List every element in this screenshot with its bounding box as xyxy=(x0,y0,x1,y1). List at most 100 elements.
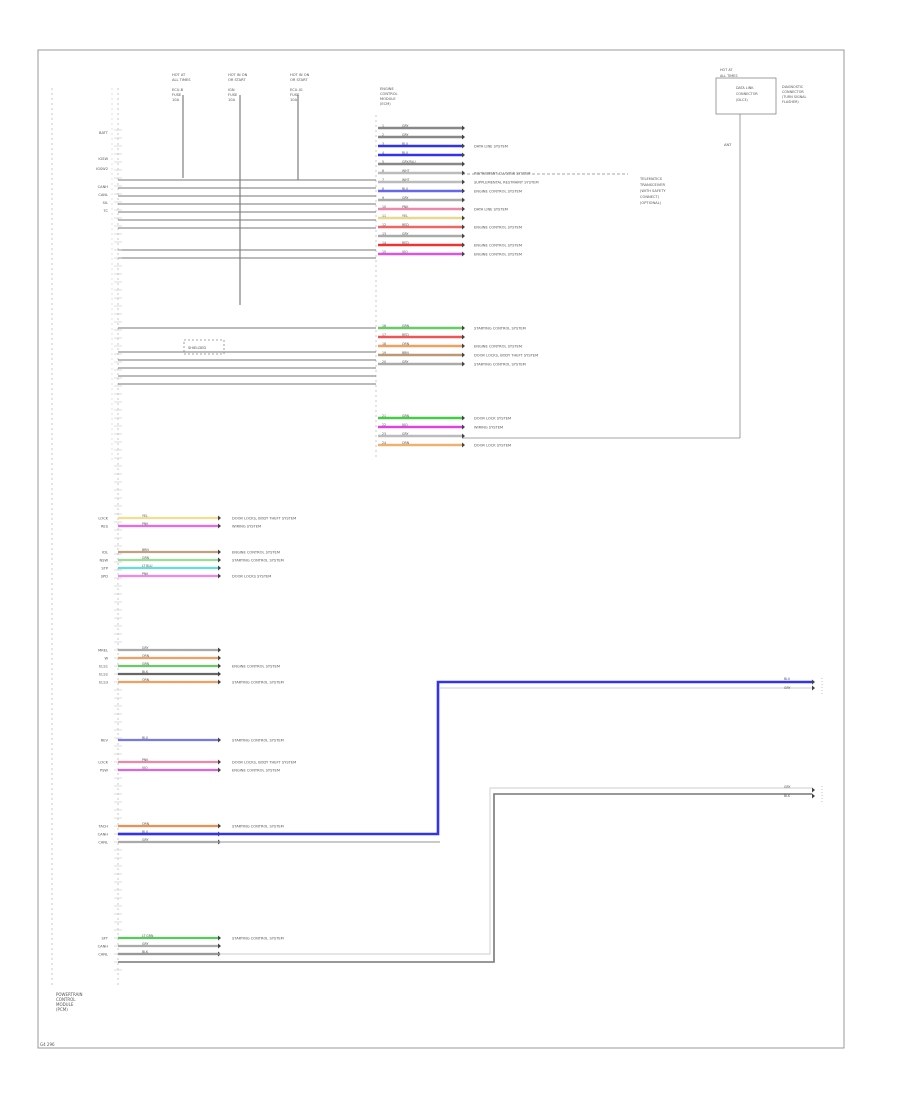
right-tag: ANT xyxy=(724,143,732,147)
pcm-output-arrow xyxy=(218,573,221,579)
center-wire-connector-arrow xyxy=(462,179,465,185)
pcm-output-destination: ENGINE CONTROL SYSTEM xyxy=(232,551,280,555)
pcm-wire-color-code: GRY xyxy=(142,646,148,650)
dlc-label-line: ALL TIMES xyxy=(720,74,737,78)
right-connector-top-code: GRY xyxy=(784,785,790,789)
pcm-output-arrow xyxy=(218,557,221,563)
pcm-pin-label: ELS2 xyxy=(99,673,108,677)
pcm-output-arrow xyxy=(218,679,221,685)
pcm-wire-color-code: BLK xyxy=(142,950,149,954)
center-wire-pin-number: 4 xyxy=(382,151,384,155)
center-wire-pin-number: 23 xyxy=(382,432,386,436)
fuse-label-line: FUSE xyxy=(228,93,238,97)
center-wire-color-code: GRY xyxy=(402,360,408,364)
fuse-label-line: HOT AT xyxy=(172,73,186,77)
upper-pin-label: IGSW xyxy=(98,157,108,161)
pcm-output-arrow xyxy=(218,663,221,669)
center-wire-connector-arrow xyxy=(462,352,465,358)
center-wire-connector-arrow xyxy=(462,233,465,239)
center-wire-pin-number: 18 xyxy=(382,342,386,346)
pcm-output-arrow xyxy=(218,737,221,743)
footer-label: G4 296 xyxy=(40,1042,55,1047)
center-wire-color-code: GRY xyxy=(402,232,408,236)
pcm-output-arrow xyxy=(218,647,221,653)
center-wire-color-code: BLU xyxy=(402,151,409,155)
center-wire-connector-arrow xyxy=(462,442,465,448)
center-wire-color-code: VIO xyxy=(402,250,408,254)
center-wire-connector-arrow xyxy=(462,161,465,167)
center-wire-connector-arrow xyxy=(462,206,465,212)
center-wire-color-code: YEL xyxy=(402,214,408,218)
center-wire-color-code: GRN xyxy=(402,324,410,328)
center-wire-color-code: PNK xyxy=(402,205,409,209)
dlc-side-label-line: DIAGNOSTIC xyxy=(782,85,804,89)
center-wire-destination: DOOR LOCK SYSTEM xyxy=(474,417,511,421)
pcm-output-destination: ENGINE CONTROL SYSTEM xyxy=(232,665,280,669)
center-wire-pin-number: 24 xyxy=(382,441,386,445)
pcm-wire-color-code: GRY xyxy=(142,838,148,842)
center-module-label-line: CONTROL xyxy=(380,92,398,96)
can-high-bus-wire xyxy=(118,680,812,836)
pcm-wire-color-code: PNK xyxy=(142,522,149,526)
bottom-module-label-line: POWERTRAIN xyxy=(56,992,83,997)
bottom-module-label-line: CONTROL xyxy=(56,997,76,1002)
dlc-box xyxy=(715,77,777,115)
center-wire-color-code: BLU xyxy=(402,187,409,191)
pcm-output-destination: ENGINE CONTROL SYSTEM xyxy=(232,769,280,773)
center-wire-color-code: BLU xyxy=(402,142,409,146)
center-module-label-line: (ECM) xyxy=(380,102,391,106)
center-wire-connector-arrow xyxy=(462,152,465,158)
dlc-side-label-line: (TURN SIGNAL xyxy=(782,95,806,99)
center-wire-connector-arrow xyxy=(462,242,465,248)
pcm-wire-color-code: ORN xyxy=(142,678,150,682)
dlc-label-line: (DLC3) xyxy=(736,98,748,102)
can-second-bus-wire xyxy=(118,793,812,963)
center-wire-connector-arrow xyxy=(462,343,465,349)
pcm-output-destination: DOOR LOCKS, BODY THEFT SYSTEM xyxy=(232,761,296,765)
center-wire-destination: INSTRUMENT CLUSTER SYSTEM xyxy=(474,172,530,176)
pcm-pin-label: SPD xyxy=(101,575,108,579)
center-wire-pin-number: 7 xyxy=(382,178,384,182)
shield-label: SHIELDED xyxy=(188,346,206,350)
pcm-output-destination: STARTING CONTROL SYSTEM xyxy=(232,739,284,743)
upper-pin-label: SIL xyxy=(103,201,108,205)
center-wire-connector-arrow xyxy=(462,424,465,430)
center-wire-destination: STARTING CONTROL SYSTEM xyxy=(474,363,526,367)
pcm-wire-color-code: PNK xyxy=(142,572,149,576)
center-wire-connector-arrow xyxy=(462,334,465,340)
pcm-output-destination: WIRING SYSTEM xyxy=(232,525,261,529)
pcm-wire-color-code: BLU xyxy=(142,830,149,834)
pcm-output-arrow xyxy=(218,759,221,765)
telematics-label-line: (OPTIONAL) xyxy=(640,201,662,205)
center-wire-color-code: VIO xyxy=(402,423,408,427)
pcm-pin-label: NSW xyxy=(99,559,108,563)
center-wire-color-code: RED xyxy=(402,223,409,227)
center-wire-color-code: GRY xyxy=(402,124,408,128)
center-wire-color-code: GRY xyxy=(402,133,408,137)
pcm-wire-color-code: BRN xyxy=(142,548,149,552)
telematics-label-line: TRANSCEIVER xyxy=(639,183,666,187)
pcm-output-arrow xyxy=(218,823,221,829)
center-wire-connector-arrow xyxy=(462,197,465,203)
center-wire-destination: ENGINE CONTROL SYSTEM xyxy=(474,190,522,194)
center-wire-color-code: RED xyxy=(402,333,409,337)
center-wire-destination: ENGINE CONTROL SYSTEM xyxy=(474,226,522,230)
pcm-wire-color-code: ORN xyxy=(142,654,150,658)
right-connector-arrow xyxy=(812,793,815,799)
bottom-module-label-line: MODULE xyxy=(56,1002,74,1007)
center-wire-pin-number: 17 xyxy=(382,333,386,337)
center-wire-color-code: GRY/BLU xyxy=(402,160,416,164)
right-connector-bottom-code: BLK xyxy=(784,794,791,798)
center-wire-destination: DATA LINE SYSTEM xyxy=(474,145,508,149)
center-wire-connector-arrow xyxy=(462,251,465,257)
center-wire-pin-number: 21 xyxy=(382,414,386,418)
pcm-pin-label: LOCK xyxy=(98,761,108,765)
pcm-pin-label: CANL xyxy=(98,841,108,845)
pcm-output-arrow xyxy=(218,565,221,571)
right-connector-top-code: BLU xyxy=(784,677,791,681)
center-wire-pin-number: 20 xyxy=(382,360,386,364)
upper-pin-label: TC xyxy=(103,209,109,213)
center-wire-connector-arrow xyxy=(462,134,465,140)
center-wire-destination: STARTING CONTROL SYSTEM xyxy=(474,327,526,331)
pcm-pin-label: CANH xyxy=(98,945,109,949)
